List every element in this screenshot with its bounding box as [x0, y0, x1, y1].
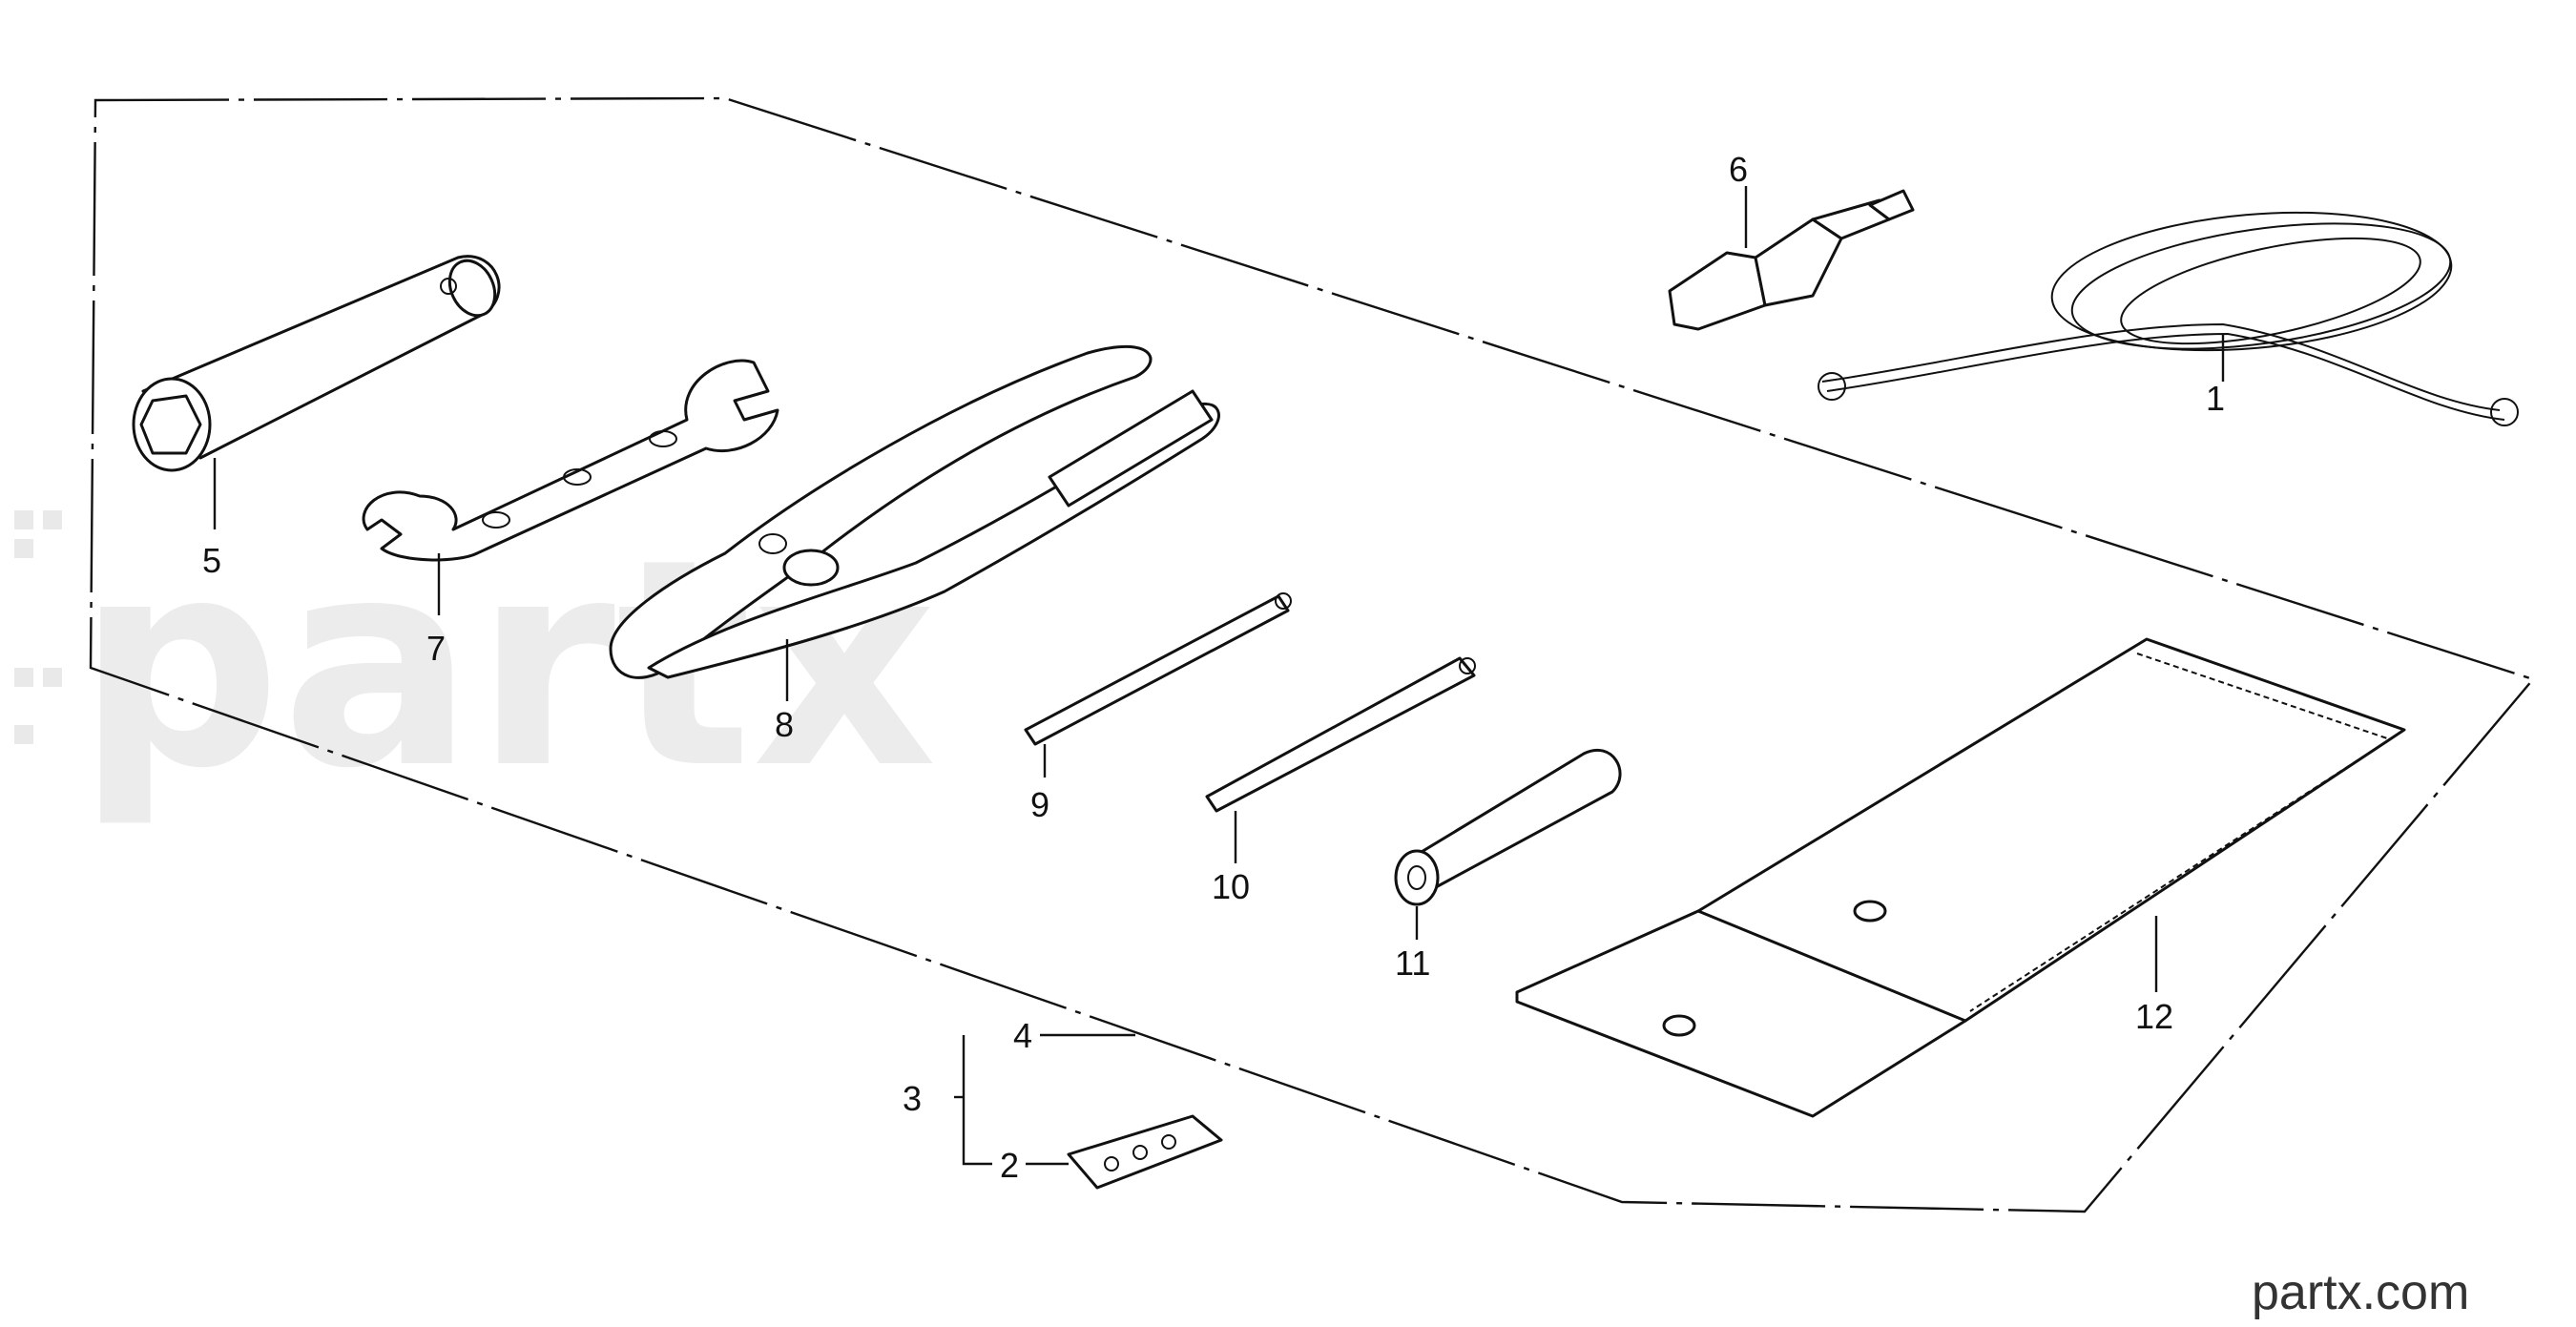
callout-3: 3 [903, 1079, 922, 1118]
callout-4: 4 [1013, 1016, 1032, 1055]
callout-5: 5 [202, 541, 221, 580]
callout-8: 8 [775, 705, 794, 744]
part-2-clip [1067, 1114, 1223, 1190]
callout-9: 9 [1030, 785, 1049, 824]
kit-outline [89, 96, 2536, 1213]
callout-1: 1 [2206, 379, 2225, 418]
callout-11: 11 [1395, 943, 1430, 983]
part-11-screwdriver-handle [1394, 748, 1622, 906]
part-6-spark-plug [1668, 189, 1915, 331]
callout-7: 7 [426, 629, 446, 668]
part-9-screwdriver-blade [1024, 592, 1292, 746]
leader-lines [213, 186, 2225, 1166]
part-1-cord [1818, 211, 2519, 426]
part-8-pliers [609, 344, 1220, 679]
callout-2: 2 [1000, 1146, 1019, 1185]
callout-12: 12 [2135, 997, 2173, 1036]
callout-6: 6 [1729, 150, 1748, 189]
part-10-screwdriver-blade [1205, 656, 1476, 813]
part-7-wrench [362, 359, 779, 562]
part-12-tool-bag [1515, 637, 2406, 1118]
brand-logo[interactable]: partx.com [2252, 1265, 2469, 1320]
callout-10: 10 [1212, 867, 1250, 906]
part-5-box-spanner [132, 255, 501, 472]
